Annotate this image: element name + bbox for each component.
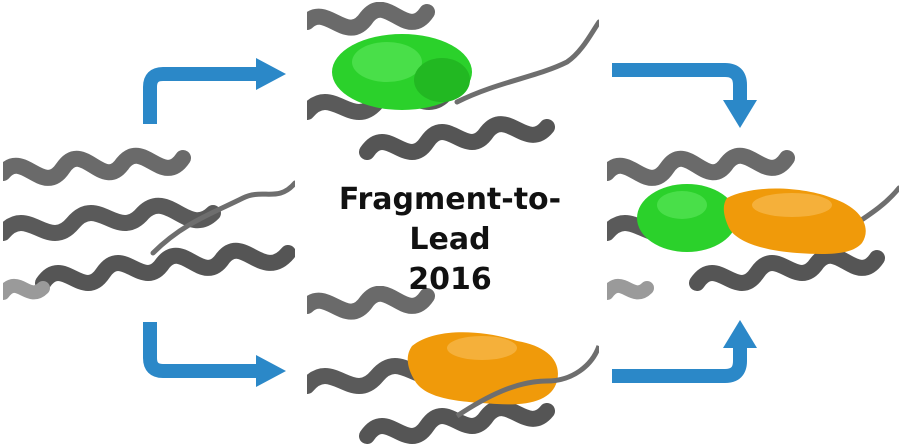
arrow-down-right-icon <box>143 322 286 387</box>
diagram-title: Fragment-to-Lead 2016 <box>300 180 600 300</box>
lead-bound-panel <box>307 286 599 446</box>
protein-ribbon-image <box>307 2 599 160</box>
fragment-surface <box>637 184 737 252</box>
protein-ribbon-image <box>607 147 899 300</box>
lead-surface <box>723 188 866 254</box>
protein-ribbon-image <box>3 147 295 300</box>
apo-protein-panel <box>3 143 295 305</box>
title-line-1: Fragment-to-Lead <box>338 182 562 257</box>
arrow-right-down-icon <box>612 63 757 128</box>
fragment-surface <box>332 34 472 110</box>
arrow-up-right-icon <box>143 58 286 124</box>
fragment-bound-panel <box>307 2 599 160</box>
arrow-right-up-icon <box>612 320 757 383</box>
protein-ribbon-image <box>307 286 599 444</box>
title-line-2: 2016 <box>408 262 492 297</box>
lead-surface <box>407 332 558 405</box>
merged-ligand-panel <box>607 143 899 305</box>
